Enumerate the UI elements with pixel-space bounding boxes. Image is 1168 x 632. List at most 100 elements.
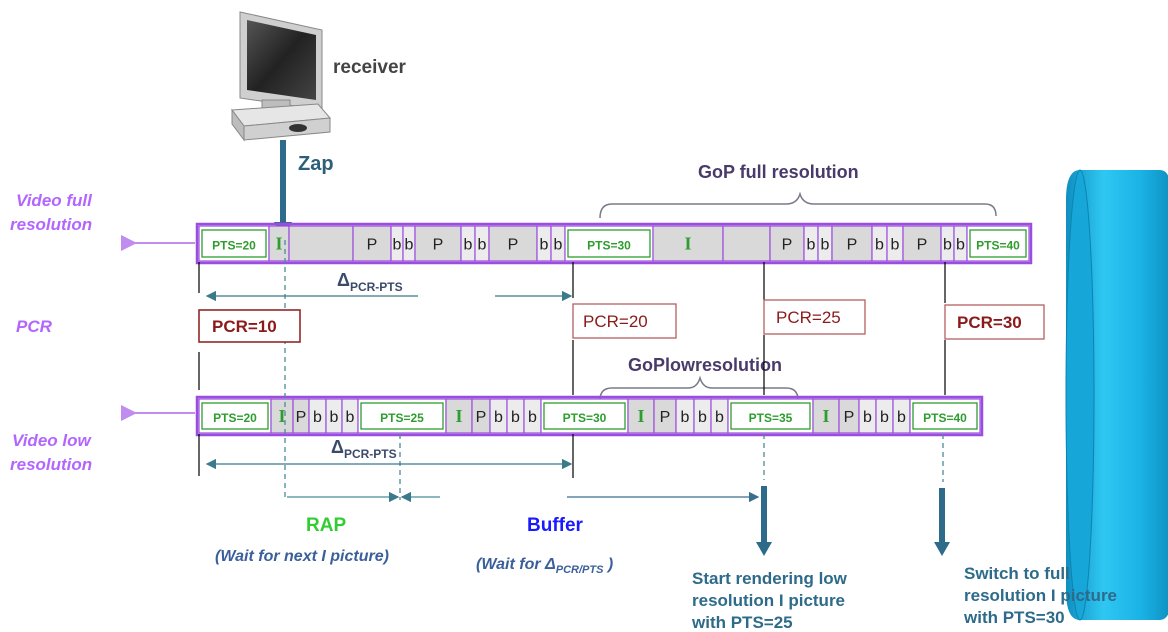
i-frame-segment [812, 398, 840, 434]
frame-label: b [494, 409, 503, 426]
pcr-box-text: PCR=10 [212, 317, 277, 336]
frame-label: I [684, 234, 691, 254]
gap-segment [288, 225, 354, 262]
pcr-box-30: PCR=30 [944, 304, 1045, 340]
p-frame-segment [352, 225, 392, 262]
frame-label: P [917, 237, 928, 254]
buffer-caption-suffix: ) [603, 556, 613, 573]
video-full-label-line2: resolution [10, 215, 92, 234]
frame-label: I [275, 234, 282, 254]
pts-label: PTS=25 [380, 411, 424, 425]
p-frame-segment [831, 225, 873, 262]
zap-label: Zap [298, 153, 334, 175]
delta-low-label: ΔPCR-PTS [331, 437, 397, 461]
pts-label: PTS=40 [923, 411, 967, 425]
delta-subscript: PCR-PTS [350, 280, 403, 294]
buffer-caption-delta: Δ [544, 556, 556, 573]
frame-label: b [330, 409, 339, 426]
receiver-monitor-icon [231, 11, 332, 142]
pcr-label: PCR [16, 317, 53, 336]
frame-label: P [844, 409, 855, 426]
frame-label: b [346, 409, 355, 426]
gop-full-label: GoP full resolution [698, 162, 859, 182]
frame-label: I [455, 406, 462, 426]
frame-label: b [807, 237, 816, 254]
rap-caption: (Wait for next I picture) [215, 548, 389, 565]
pts-inner-box [543, 402, 626, 430]
frame-label: P [296, 409, 307, 426]
pts-label: PTS=20 [212, 239, 256, 253]
pts-label: PTS=20 [213, 411, 257, 425]
pcr-box-10: PCR=10 [198, 309, 301, 343]
pcr-box-25: PCR=25 [763, 299, 866, 335]
delta-full-label: ΔPCR-PTS [337, 270, 403, 294]
frame-label: P [476, 409, 487, 426]
pcr-box-text: PCR=20 [583, 312, 648, 331]
buffer-caption-prefix: (Wait for [476, 556, 545, 573]
frame-label: b [943, 237, 952, 254]
frame-label: b [478, 237, 487, 254]
frame-label: I [822, 406, 829, 426]
frame-label: b [875, 237, 884, 254]
frame-label: b [891, 237, 900, 254]
frame-label: P [433, 237, 444, 254]
gop-low-brace [599, 375, 799, 401]
gop-full-brace [599, 191, 997, 219]
delta-subscript: PCR-PTS [344, 447, 397, 461]
pcr-box-text: PCR=30 [957, 313, 1022, 332]
buffer-caption-sub: PCR/PTS [556, 564, 604, 576]
delta-symbol: Δ [337, 270, 350, 290]
frame-label: b [880, 409, 889, 426]
start-note-line1: Start rendering low [692, 569, 848, 588]
buffer-label: Buffer [527, 515, 584, 536]
pts-label: PTS=30 [563, 411, 607, 425]
frame-label: P [660, 409, 671, 426]
stream-frame [195, 222, 1033, 265]
switch-note-line2: resolution I picture [964, 586, 1117, 605]
frame-label: P [508, 237, 519, 254]
pts-label: PTS=30 [587, 239, 631, 253]
frame-label: b [540, 237, 549, 254]
pts-label: PTS=40 [976, 239, 1020, 253]
frame-label: b [511, 409, 520, 426]
pts-inner-box [969, 229, 1027, 258]
switch-arrow-head [934, 542, 950, 556]
frame-label: b [821, 237, 830, 254]
frame-label: b [313, 409, 322, 426]
frame-label: b [863, 409, 872, 426]
frame-label: b [464, 237, 473, 254]
frame-label: b [897, 409, 906, 426]
frame-label: b [528, 409, 537, 426]
pcr-box-20: PCR=20 [572, 303, 677, 339]
p-frame-segment [902, 225, 942, 262]
frame-label: P [782, 237, 793, 254]
gop-low-label: GoPlowresolution [628, 355, 782, 375]
pts-inner-box [201, 402, 269, 430]
start-note-line3: with PTS=25 [691, 613, 793, 632]
frame-label: b [554, 237, 563, 254]
i-frame-segment [652, 225, 724, 262]
pts-inner-box [730, 402, 811, 430]
start-note-line2: resolution I picture [692, 591, 845, 610]
frame-label: b [681, 409, 690, 426]
frame-label: b [405, 237, 414, 254]
frame-label: I [278, 406, 285, 426]
frame-label: P [367, 237, 378, 254]
p-frame-segment [488, 225, 538, 262]
gap-segment [722, 225, 771, 262]
frame-label: P [847, 237, 858, 254]
video-low-label-line1: Video low [12, 431, 92, 450]
delta-symbol: Δ [331, 437, 344, 457]
pts-inner-box [567, 229, 651, 258]
buffer-caption: (Wait for ΔPCR/PTS ) [476, 556, 613, 576]
frame-label: b [715, 409, 724, 426]
frame-label: I [637, 406, 644, 426]
pts-label: PTS=35 [749, 411, 793, 425]
frame-label: b [698, 409, 707, 426]
receiver-label: receiver [333, 57, 407, 78]
frame-label: b [956, 237, 965, 254]
pts-inner-box [360, 402, 444, 430]
video-low-label-line2: resolution [10, 455, 92, 474]
start-render-arrow-head [756, 542, 772, 556]
